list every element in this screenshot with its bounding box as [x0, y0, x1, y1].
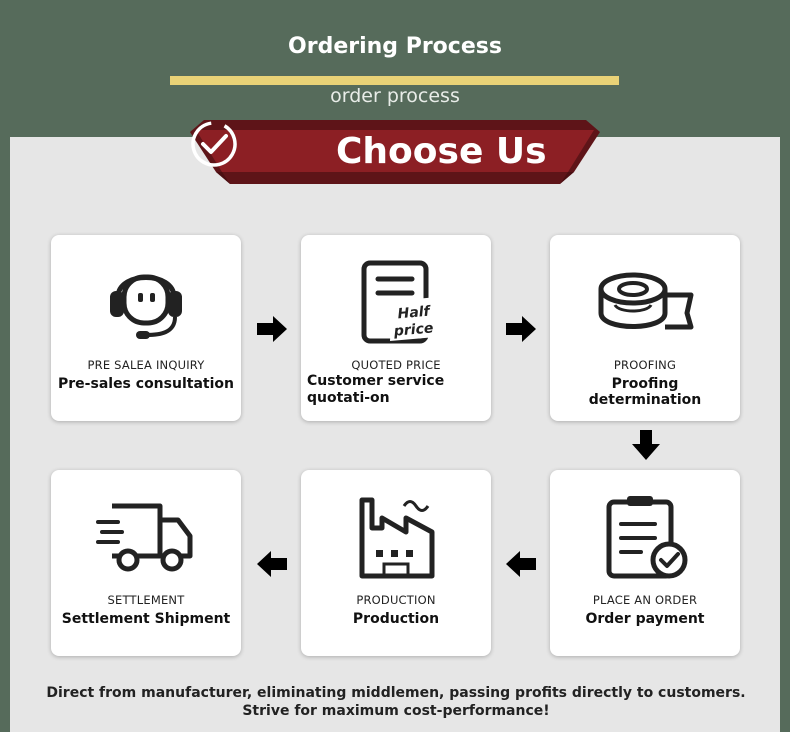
clipboard-check-icon — [606, 496, 688, 579]
step-card-proofing: PROOFING Proofing determination — [550, 235, 740, 421]
check-circle-icon — [191, 121, 237, 167]
step-sub-label: PRODUCTION — [356, 593, 436, 607]
step-title: Production — [352, 611, 440, 627]
step-sub-label: PROOFING — [613, 358, 677, 372]
step-card-place-order: PLACE AN ORDER Order payment — [550, 470, 740, 656]
tape-roll-icon — [598, 272, 694, 330]
step-sub-label: PRE SALEA INQUIRY — [87, 358, 205, 372]
step-title: Proofing determination — [588, 376, 702, 408]
step-title: Order payment — [585, 611, 705, 627]
page-header-subtitle: order process — [330, 85, 460, 107]
half-price-badge-line1: Half — [397, 303, 432, 322]
arrow-left-icon — [257, 551, 287, 577]
step-title: Customer service quotati-on — [307, 373, 445, 406]
title-underline — [170, 76, 619, 85]
banner-title: Choose Us — [336, 131, 547, 172]
delivery-truck-icon — [96, 503, 193, 572]
step-sub-label: SETTLEMENT — [107, 593, 185, 607]
arrow-down-icon — [632, 430, 660, 460]
step-title: Settlement Shipment — [61, 611, 231, 627]
quote-document-icon: Half price — [361, 260, 438, 344]
arrow-left-icon — [506, 551, 536, 577]
arrow-right-icon — [506, 316, 536, 342]
page-header-title: Ordering Process — [288, 34, 502, 59]
footer-slogan: Direct from manufacturer, eliminating mi… — [46, 685, 746, 719]
step-card-settlement: SETTLEMENT Settlement Shipment — [51, 470, 241, 656]
headset-icon — [110, 274, 182, 339]
step-card-production: PRODUCTION Production — [301, 470, 491, 656]
step-card-quoted-price: Half price QUOTED PRICE Customer service… — [301, 235, 491, 421]
step-card-inquiry: PRE SALEA INQUIRY Pre-sales consultation — [51, 235, 241, 421]
factory-icon — [359, 497, 435, 579]
step-sub-label: QUOTED PRICE — [351, 358, 441, 372]
half-price-badge-line2: price — [392, 320, 434, 339]
step-title: Pre-sales consultation — [58, 376, 234, 392]
choose-us-banner: Choose Us — [190, 120, 600, 184]
step-sub-label: PLACE AN ORDER — [592, 593, 698, 607]
arrow-right-icon — [257, 316, 287, 342]
